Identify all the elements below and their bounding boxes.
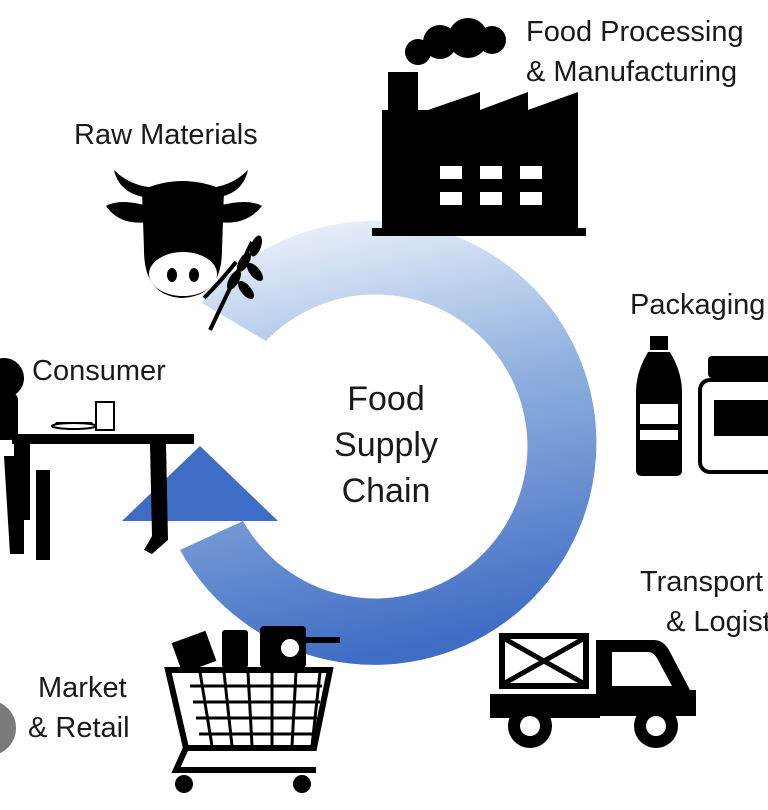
center-title: Food Supply Chain [286, 376, 486, 514]
delivery-truck-icon [490, 633, 696, 748]
label-line: Consumer [32, 355, 166, 387]
label-line: Food Processing [526, 16, 744, 48]
dining-table-icon [0, 358, 194, 560]
label-line: & Retail [28, 712, 130, 744]
label-line: Market [38, 672, 127, 704]
label-line: Transport [640, 566, 764, 598]
label-food-processing: Food Processing & Manufacturing [526, 12, 744, 92]
label-line: & Logistics [666, 606, 768, 638]
edge-scroll-handle[interactable] [0, 700, 16, 756]
cow-wheat-icon [106, 170, 264, 331]
label-raw-materials: Raw Materials [74, 116, 258, 154]
shopping-cart-icon [164, 626, 340, 793]
label-packaging: Packaging [630, 286, 765, 324]
label-line: Raw Materials [74, 119, 258, 151]
label-line: Packaging [630, 289, 766, 321]
label-market-retail: Market & Retail [28, 668, 130, 748]
center-title-line: Supply [334, 426, 438, 464]
label-line: & Manufacturing [526, 56, 738, 88]
label-transport: Transport & Logistics [640, 562, 768, 642]
factory-icon [372, 18, 586, 236]
bottle-jar-icon [636, 336, 768, 476]
center-title-line: Food [347, 380, 425, 418]
center-title-line: Chain [341, 472, 431, 510]
label-consumer: Consumer [32, 352, 166, 390]
